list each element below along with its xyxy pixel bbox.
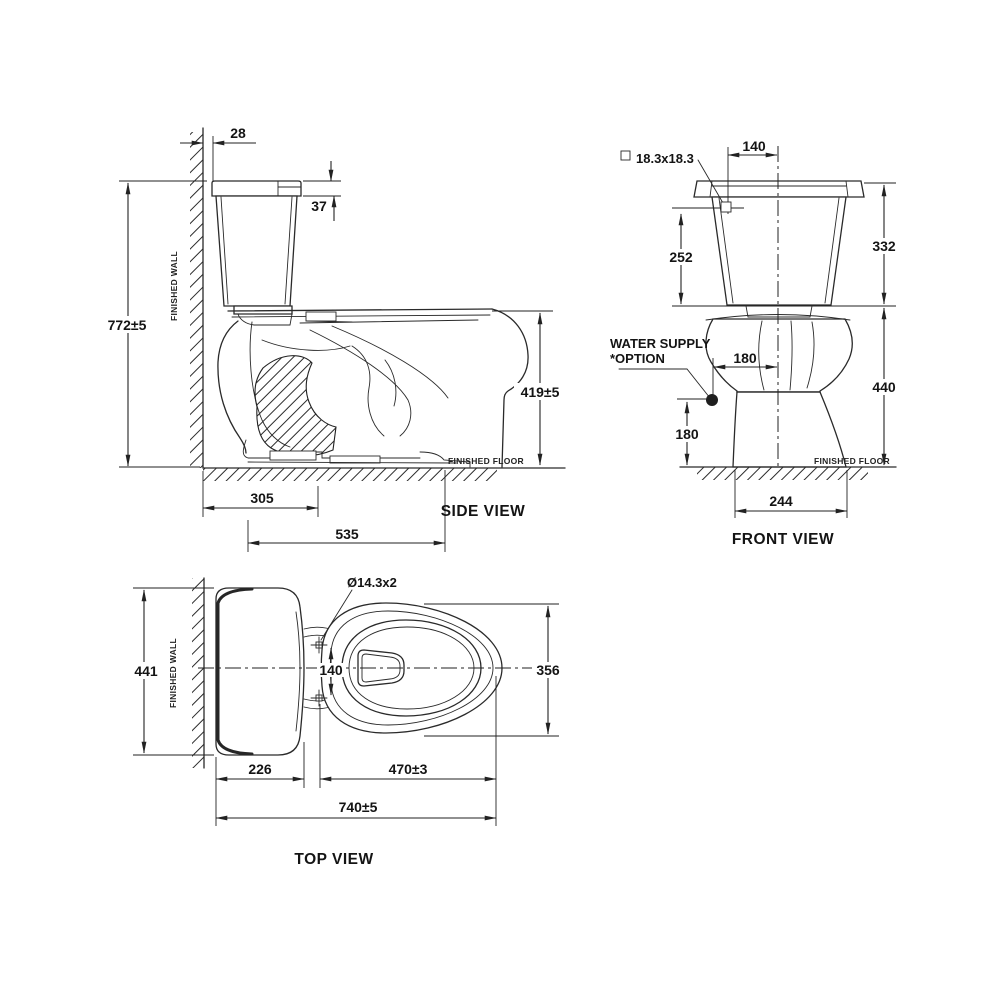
front-finished-floor-label: FINISHED FLOOR: [814, 456, 890, 466]
front-hole-size-label: 18.3x18.3: [636, 151, 694, 166]
top-finished-wall-hatch: [192, 577, 205, 769]
dim-tank-depth: 226: [248, 761, 272, 777]
dim-hole-offset: 140: [742, 138, 766, 154]
side-dim-depth: 535: [247, 470, 446, 552]
side-dim-wall-to-tank: 28: [180, 125, 256, 181]
water-supply-option-label: *OPTION: [610, 351, 665, 366]
dim-depth: 535: [335, 526, 359, 542]
side-view: 28 37 772±5 419±5: [102, 125, 566, 552]
dim-overall-height: 772±5: [108, 317, 147, 333]
front-hole-note: 18.3x18.3: [620, 147, 744, 214]
side-dim-rim-height: 419±5: [492, 310, 566, 466]
dim-rim-height: 419±5: [521, 384, 560, 400]
dim-bowl-depth: 470±3: [389, 761, 428, 777]
side-finished-floor-label: FINISHED FLOOR: [448, 456, 524, 466]
bolt-holes-label: Ø14.3x2: [347, 575, 397, 590]
top-view-title: TOP VIEW: [294, 851, 373, 868]
front-dim-base-width: 244: [734, 470, 848, 518]
dim-hole-depth: 252: [669, 249, 693, 265]
top-dim-tank-depth: 226: [215, 742, 305, 788]
dim-bolt-spacing: 140: [319, 662, 343, 678]
top-bolt-hole-marks: [310, 636, 328, 707]
top-toilet-tank: [215, 587, 305, 756]
dim-base-width: 244: [769, 493, 793, 509]
side-dim-lid-height: 37: [303, 161, 341, 221]
front-dim-tank-height: 332: [864, 182, 899, 305]
side-view-title: SIDE VIEW: [441, 503, 526, 520]
front-water-supply: WATER SUPPLY *OPTION: [610, 336, 718, 406]
dim-overall-height-front: 440: [872, 379, 896, 395]
side-toilet-tank: [211, 180, 302, 326]
front-view-title: FRONT VIEW: [732, 531, 834, 548]
front-dim-supply-height: 180: [673, 398, 707, 466]
top-dim-overall-depth: 740±5: [215, 757, 497, 826]
side-finished-wall-label: FINISHED WALL: [169, 251, 179, 321]
side-finished-floor-hatch: [202, 467, 566, 481]
top-water-spot: [357, 649, 405, 687]
front-dim-hole-depth: 252: [667, 213, 696, 305]
top-view: Ø14.3x2 441 140 356 226: [128, 575, 565, 868]
front-toilet-tank: [672, 180, 896, 318]
water-supply-point: [706, 394, 718, 406]
front-dim-supply-offset: 180: [712, 350, 778, 397]
dim-bowl-width: 356: [536, 662, 560, 678]
dim-supply-height: 180: [675, 426, 699, 442]
side-finished-wall-hatch: [190, 127, 204, 469]
side-dim-overall-height: 772±5: [102, 180, 207, 468]
front-view: 18.3x18.3 140 252 332 440: [610, 138, 899, 548]
dim-overall-depth: 740±5: [339, 799, 378, 815]
side-dim-outlet-offset: 305: [202, 471, 319, 517]
dim-wall-to-tank: 28: [230, 125, 246, 141]
front-dim-overall-height: 440: [869, 307, 899, 466]
dim-outlet-offset: 305: [250, 490, 274, 506]
dim-overall-width: 441: [134, 663, 158, 679]
top-dim-bolt-spacing: 140: [317, 647, 346, 696]
dim-lid-height: 37: [311, 198, 327, 214]
water-supply-label: WATER SUPPLY: [610, 336, 711, 351]
side-trapway-section-hatch: [254, 355, 337, 457]
top-finished-wall-label: FINISHED WALL: [168, 638, 178, 708]
front-toilet-bowl: [705, 314, 853, 468]
front-finished-floor-hatch: [679, 466, 897, 480]
top-dim-bowl-width: 356: [424, 603, 565, 737]
top-bolt-note: Ø14.3x2: [320, 575, 397, 641]
front-dim-hole-offset: 140: [727, 138, 778, 158]
top-dim-overall-width: 441: [128, 587, 214, 756]
dim-supply-offset: 180: [733, 350, 757, 366]
dim-tank-height: 332: [872, 238, 896, 254]
side-toilet-bowl: [217, 308, 529, 468]
top-dim-bowl-depth: 470±3: [319, 676, 497, 826]
